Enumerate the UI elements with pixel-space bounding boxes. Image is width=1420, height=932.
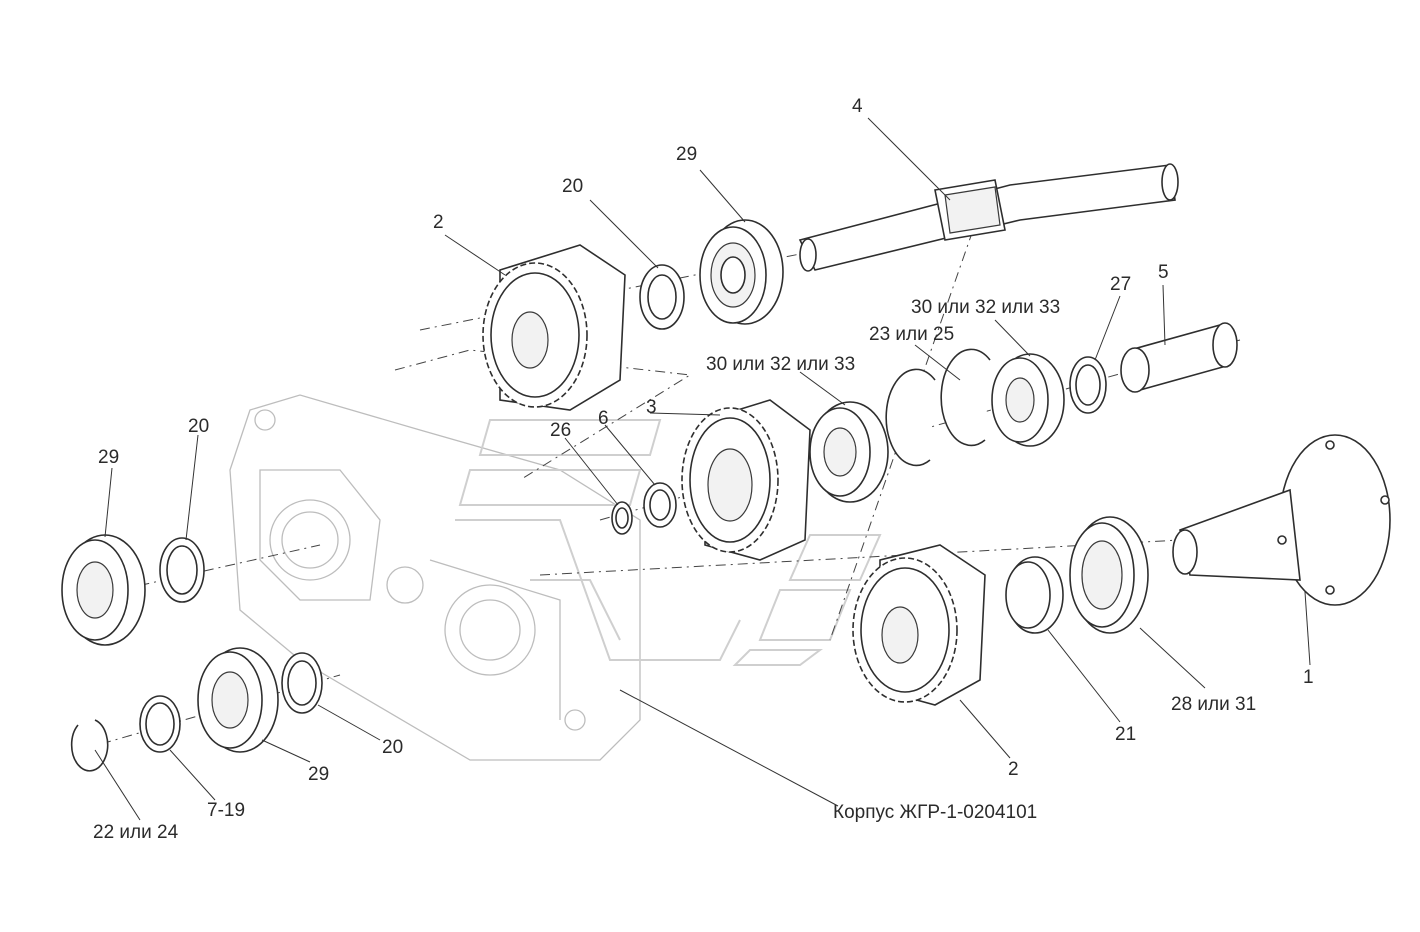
bearing-30-top (991, 353, 1065, 447)
label-part-26: 26 (550, 420, 571, 441)
ring-20-top (639, 264, 685, 330)
bearing-29-top (699, 219, 784, 325)
part-labels: 4 29 20 2 5 27 30 или 32 или 33 23 или 2… (93, 96, 1314, 843)
ring-26 (611, 501, 633, 535)
label-part-30-mid: 30 или 32 или 33 (706, 354, 855, 375)
label-part-28: 28 или 31 (1171, 694, 1256, 715)
bearing-29-bottom (197, 647, 279, 753)
ring-20-left (159, 537, 205, 603)
leader-lines (94, 117, 1311, 821)
label-part-2-top: 2 (433, 212, 444, 233)
gear-2-top (482, 244, 626, 411)
flange-shaft-1 (1172, 434, 1391, 606)
label-part-22: 22 или 24 (93, 822, 179, 843)
label-part-1: 1 (1303, 667, 1314, 688)
ring-27 (1069, 356, 1107, 414)
label-housing: Корпус ЖГР-1-0204101 (833, 802, 1037, 823)
ring-21 (1005, 556, 1064, 634)
label-part-4: 4 (852, 96, 863, 117)
splined-shaft-4 (798, 163, 1179, 272)
watermark-logo (455, 419, 882, 666)
label-part-27: 27 (1110, 274, 1131, 295)
bearing-30-mid (809, 401, 889, 503)
label-part-7-19: 7-19 (207, 800, 245, 821)
gear-2-bottom (852, 544, 986, 706)
label-part-5: 5 (1158, 262, 1169, 283)
label-part-21: 21 (1115, 724, 1136, 745)
snap-ring-23 (885, 348, 991, 467)
circlip-22 (70, 719, 109, 772)
label-part-6: 6 (598, 408, 609, 429)
housing-outline (229, 394, 641, 761)
gear-3 (681, 399, 811, 561)
ring-20-bottom (281, 652, 323, 714)
label-part-29-top: 29 (676, 144, 697, 165)
label-part-23: 23 или 25 (869, 324, 954, 345)
label-part-20-left: 20 (188, 416, 209, 437)
seal-28 (1069, 516, 1149, 634)
label-part-3: 3 (646, 397, 657, 418)
bearing-29-left (61, 534, 146, 646)
ring-7-19 (139, 695, 181, 753)
ring-6 (643, 482, 677, 528)
label-part-29-bottom: 29 (308, 764, 329, 785)
label-part-20-top: 20 (562, 176, 583, 197)
label-part-30-top: 30 или 32 или 33 (911, 297, 1060, 318)
label-part-20-bottom: 20 (382, 737, 403, 758)
label-part-2-bottom: 2 (1008, 759, 1019, 780)
label-part-29-left: 29 (98, 447, 119, 468)
sleeve-5 (1120, 322, 1238, 393)
